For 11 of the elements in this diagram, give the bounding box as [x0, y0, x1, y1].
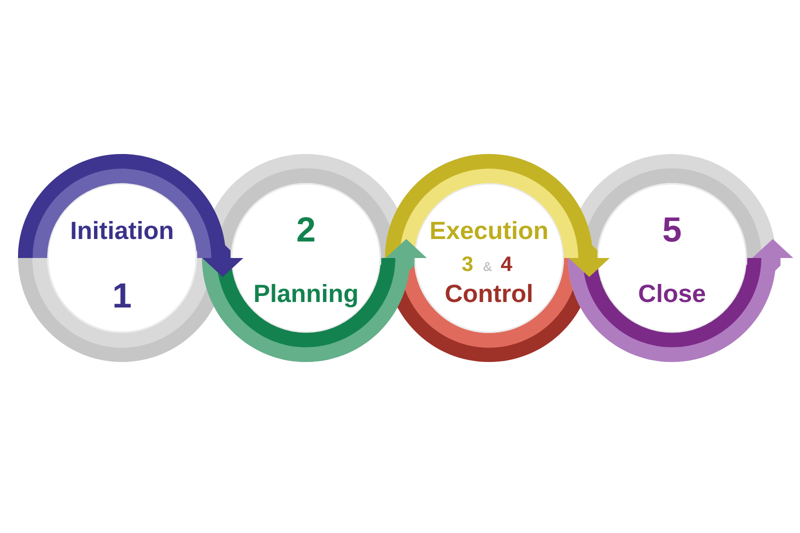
stage-title: Close [639, 284, 706, 302]
stage-number: 4 [501, 256, 512, 271]
stage-number: 1 [114, 283, 131, 308]
ampersand: & [483, 262, 492, 272]
stage-title: Control [446, 284, 532, 302]
stage-title: Execution [431, 220, 547, 240]
stage-title: Initiation [72, 220, 172, 240]
stage-number: 2 [298, 217, 314, 242]
stage-number: 5 [663, 218, 681, 242]
stage-number: 3 [462, 256, 473, 272]
stage-title: Planning [255, 284, 357, 308]
